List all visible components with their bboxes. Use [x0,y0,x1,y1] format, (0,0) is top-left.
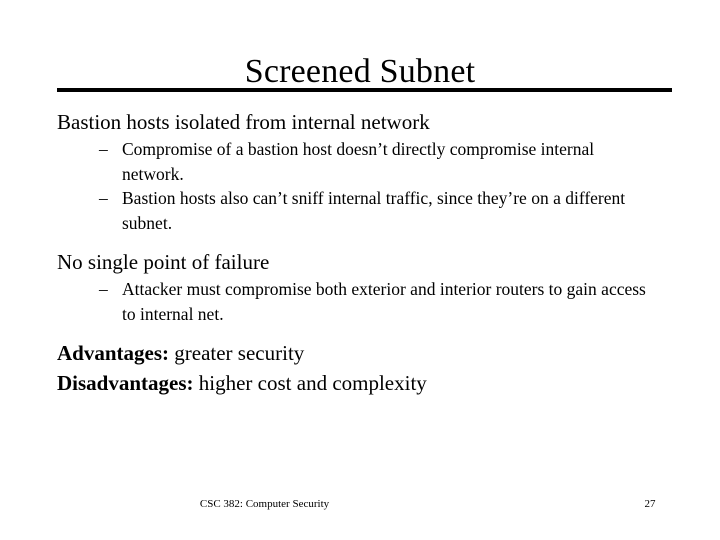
bullet-level1-advantages: Advantages: greater security [0,338,720,368]
bullet-level1: No single point of failure [57,250,270,274]
title-divider-rule [57,88,672,92]
bullet-level2: – Attacker must compromise both exterior… [0,277,720,326]
bullet-dash-icon: – [99,279,108,299]
slide-body: Bastion hosts isolated from internal net… [0,107,720,398]
bullet-dash-icon: – [99,139,108,159]
bullet-level2-text: Compromise of a bastion host doesn’t dir… [122,139,595,184]
disadvantages-label: Disadvantages: [57,371,194,395]
bullet-dash-icon: – [99,188,108,208]
bullet-level2: – Bastion hosts also can’t sniff interna… [0,186,720,235]
disadvantages-text: higher cost and complexity [193,371,427,395]
sub-bullet-group: – Attacker must compromise both exterior… [0,277,720,326]
footer-page-number: 27 [644,498,656,510]
advantages-label: Advantages: [57,341,170,365]
title-block: Screened Subnet [0,28,720,116]
bullet-level1-disadvantages: Disadvantages: higher cost and complexit… [0,368,720,398]
page-title: Screened Subnet [244,52,476,90]
bullet-level2-text: Attacker must compromise both exterior a… [122,279,646,324]
bullet-level2: – Compromise of a bastion host doesn’t d… [0,137,720,186]
advantages-text: greater security [169,341,305,365]
bullet-level2-text: Bastion hosts also can’t sniff internal … [122,188,626,233]
sub-bullet-group: – Compromise of a bastion host doesn’t d… [0,137,720,235]
footer-course-label: CSC 382: Computer Security [199,498,330,510]
bullet-level1: Bastion hosts isolated from internal net… [57,110,430,134]
